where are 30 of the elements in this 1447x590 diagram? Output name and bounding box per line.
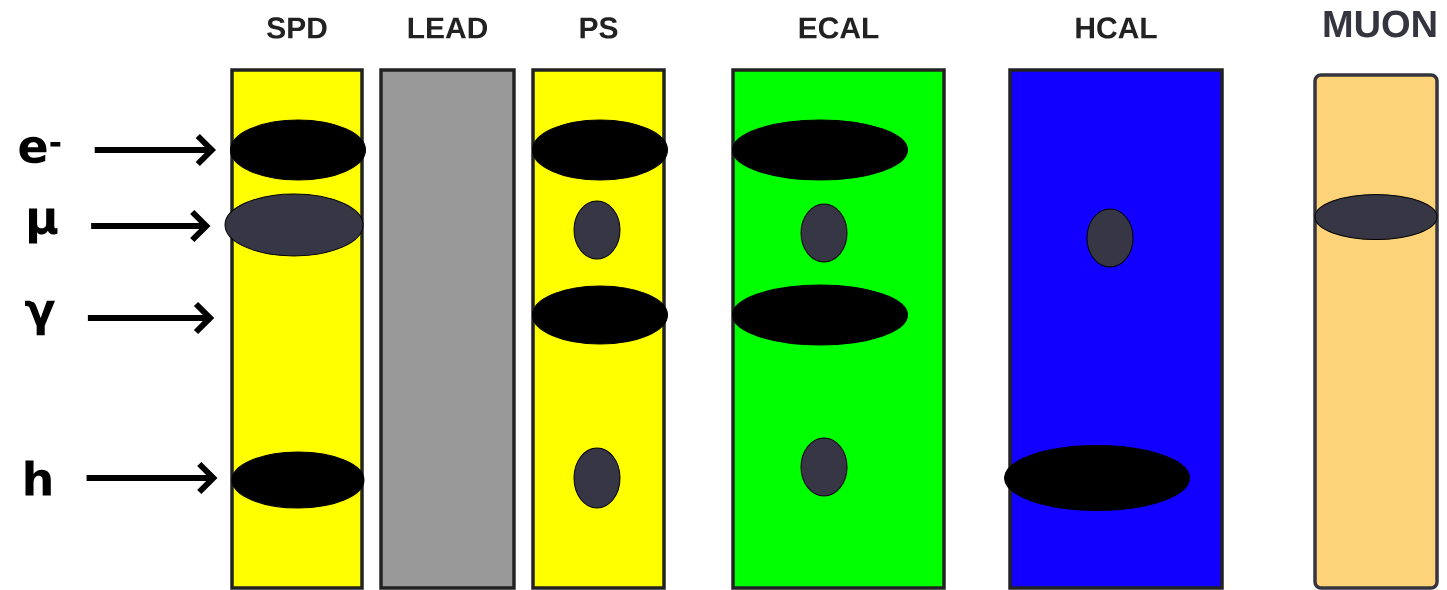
hit-ellipse — [1086, 208, 1134, 268]
arrow — [87, 301, 215, 335]
hit-ellipse — [800, 437, 848, 497]
node-label: SPD — [267, 17, 327, 39]
hit-ellipse — [224, 193, 364, 257]
particle-label: h — [25, 460, 51, 496]
detector-layer: MUON — [1313, 10, 1439, 590]
particle-label: μ — [29, 208, 58, 244]
arrow — [91, 209, 211, 243]
node-label: ECAL — [799, 17, 879, 39]
hit-ellipse — [573, 447, 621, 509]
hit-ellipse — [732, 284, 908, 346]
hit-ellipse — [532, 285, 668, 345]
arrow — [86, 461, 218, 495]
arrow — [94, 133, 216, 167]
hit-ellipse — [573, 200, 621, 260]
hit-ellipse — [732, 119, 908, 181]
node-label: LEAD — [408, 17, 488, 39]
hit-ellipse — [532, 119, 668, 181]
detector-layer: LEAD — [379, 17, 516, 590]
node-label: HCAL — [1076, 17, 1157, 39]
hit-ellipse — [231, 451, 365, 509]
node-label: MUON — [1324, 10, 1436, 38]
hit-ellipse — [230, 119, 366, 181]
node-label: PS — [580, 17, 618, 39]
hit-ellipse — [800, 203, 848, 263]
hit-ellipse — [1314, 194, 1438, 240]
particle-label: γ — [25, 300, 55, 336]
hit-ellipse — [1004, 445, 1190, 511]
particle-label: e$^{-}$ — [19, 136, 61, 164]
